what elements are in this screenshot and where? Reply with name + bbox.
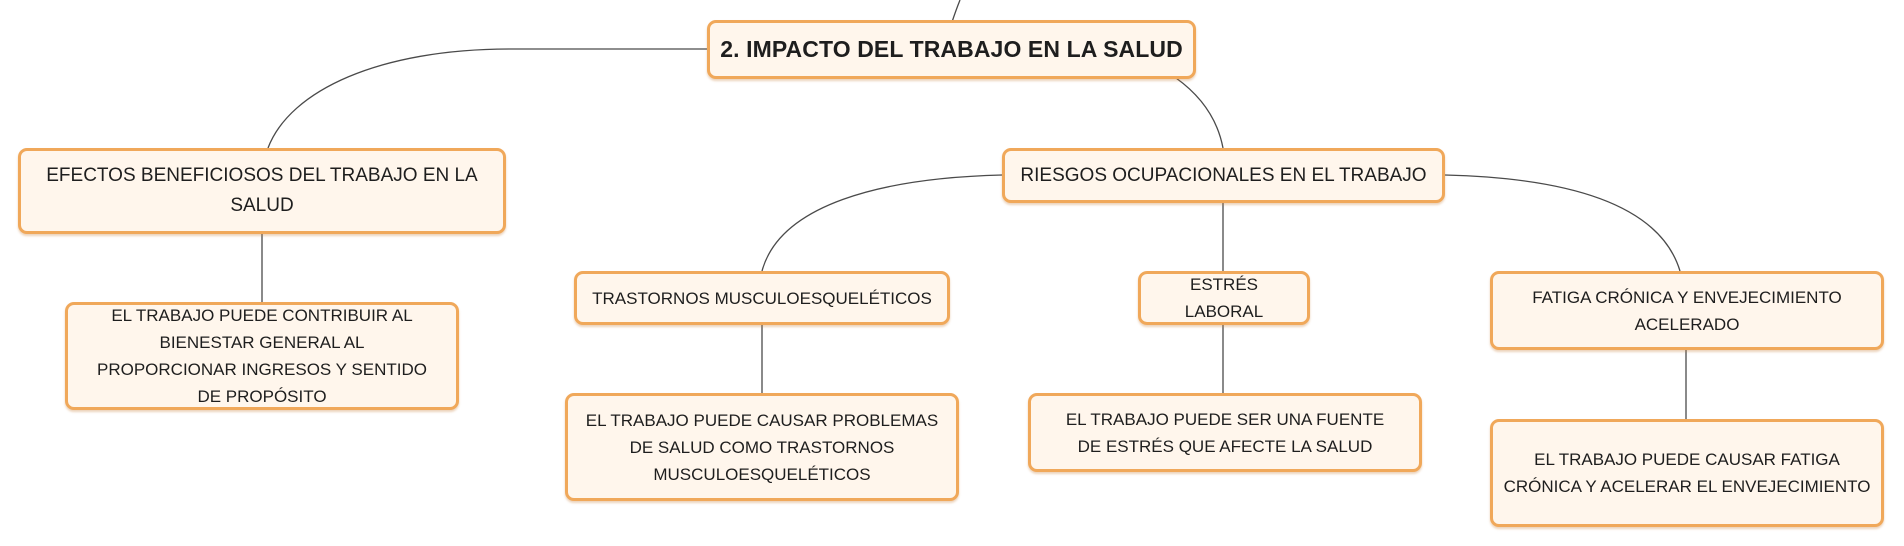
subtopic-node-musculoskeletal[interactable]: TRASTORNOS MUSCULOESQUELÉTICOS [574, 271, 950, 325]
detail-node-musculoskeletal[interactable]: EL TRABAJO PUEDE CAUSAR PROBLEMAS DE SAL… [565, 393, 959, 501]
subtopic-node-work-stress[interactable]: ESTRÉS LABORAL [1138, 271, 1310, 325]
topic-label-beneficial-effects: EFECTOS BENEFICIOSOS DEL TRABAJO EN LA S… [46, 165, 478, 216]
root-topic-node[interactable]: 2. IMPACTO DEL TRABAJO EN LA SALUD [707, 20, 1196, 79]
connector-root-to-benefits [267, 48, 708, 149]
subtopic-node-chronic-fatigue[interactable]: FATIGA CRÓNICA Y ENVEJECIMIENTO ACELERAD… [1490, 271, 1884, 350]
topic-label-occupational-risks: RIESGOS OCUPACIONALES EN EL TRABAJO [1020, 164, 1427, 186]
connector-risks-to-fatigue [1444, 174, 1681, 272]
topic-node-beneficial-effects[interactable]: EFECTOS BENEFICIOSOS DEL TRABAJO EN LA S… [18, 148, 506, 234]
subtopic-label-work-stress: ESTRÉS LABORAL [1184, 275, 1264, 321]
detail-node-chronic-fatigue[interactable]: EL TRABAJO PUEDE CAUSAR FATIGA CRÓNICA Y… [1490, 419, 1884, 527]
connector-root-to-risks [1175, 77, 1224, 149]
detail-label-wellbeing: EL TRABAJO PUEDE CONTRIBUIR AL BIENESTAR… [97, 306, 427, 406]
topic-node-occupational-risks[interactable]: RIESGOS OCUPACIONALES EN EL TRABAJO [1002, 148, 1445, 203]
connector-risks-to-msk [761, 174, 1003, 272]
detail-label-chronic-fatigue: EL TRABAJO PUEDE CAUSAR FATIGA CRÓNICA Y… [1503, 450, 1871, 496]
detail-node-wellbeing[interactable]: EL TRABAJO PUEDE CONTRIBUIR AL BIENESTAR… [65, 302, 459, 410]
connector-incoming-root [951, 0, 961, 23]
detail-label-work-stress: EL TRABAJO PUEDE SER UNA FUENTE DE ESTRÉ… [1065, 409, 1385, 456]
subtopic-label-musculoskeletal: TRASTORNOS MUSCULOESQUELÉTICOS [592, 288, 932, 308]
detail-node-work-stress[interactable]: EL TRABAJO PUEDE SER UNA FUENTE DE ESTRÉ… [1028, 393, 1422, 472]
subtopic-label-chronic-fatigue: FATIGA CRÓNICA Y ENVEJECIMIENTO ACELERAD… [1532, 287, 1842, 334]
root-topic-label: 2. IMPACTO DEL TRABAJO EN LA SALUD [720, 36, 1183, 62]
detail-label-musculoskeletal: EL TRABAJO PUEDE CAUSAR PROBLEMAS DE SAL… [585, 410, 939, 484]
